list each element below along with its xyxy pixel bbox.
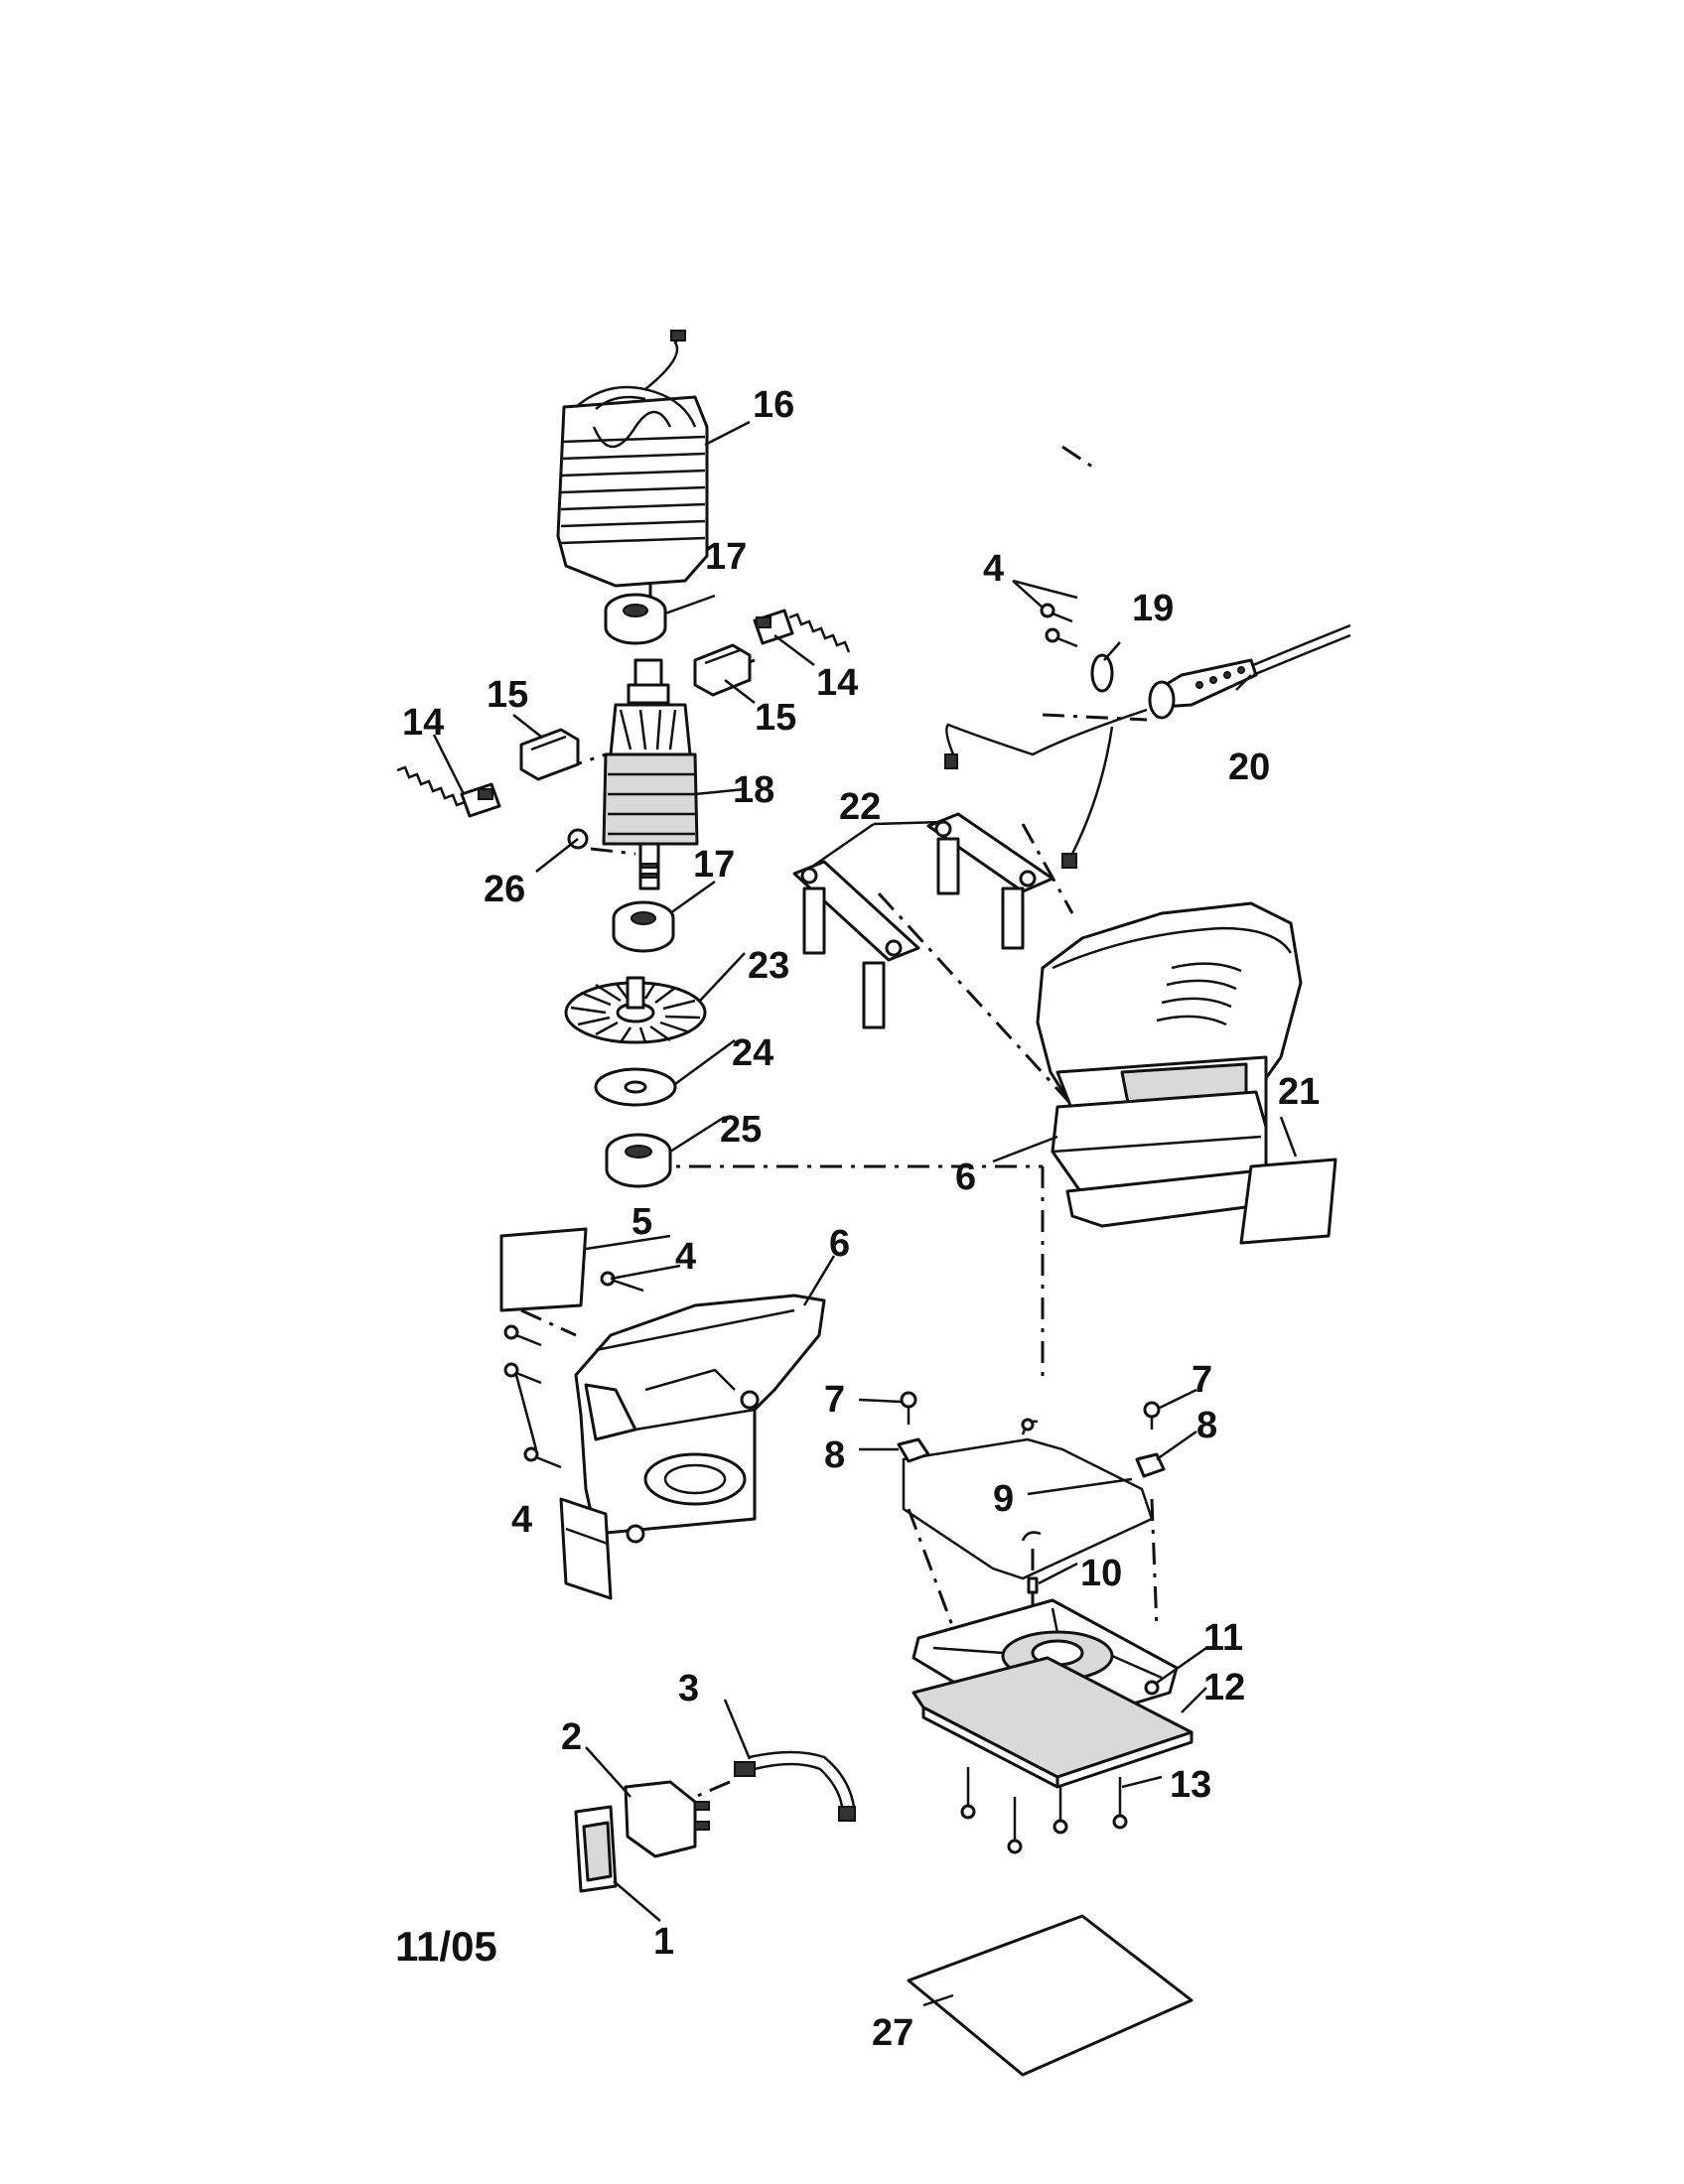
callout-15: 15 <box>755 697 796 739</box>
callout-6: 6 <box>829 1223 850 1265</box>
part-13-screws <box>960 1767 1128 1854</box>
part-3-switch-lead <box>734 1750 856 1822</box>
callout-13: 13 <box>1170 1764 1211 1806</box>
callout-3: 3 <box>678 1668 699 1709</box>
callout-19: 19 <box>1132 588 1174 629</box>
callout-11: 11 <box>1203 1617 1243 1659</box>
callout-12: 12 <box>1203 1667 1245 1708</box>
part-22-bracket-right <box>926 812 1054 950</box>
part-14-brush-right <box>753 609 851 653</box>
callout-25: 25 <box>720 1109 762 1151</box>
callout-26: 26 <box>484 869 525 910</box>
part-7-screw-left <box>900 1391 917 1425</box>
part-10-pin <box>1027 1576 1039 1594</box>
part-12-pad <box>912 1656 1193 1789</box>
callout-24: 24 <box>732 1032 773 1074</box>
part-15-brush-holder-left <box>519 728 580 781</box>
part-19-cord-clamp <box>1090 653 1114 693</box>
callout-4: 4 <box>511 1499 532 1541</box>
part-20-cord-set <box>944 623 1351 869</box>
part-24-washer <box>594 1067 677 1107</box>
part-2-switch <box>624 1780 710 1858</box>
part-4-screws-cord <box>1040 603 1078 648</box>
part-4-screws-housing <box>503 1271 644 1469</box>
part-6-housing-assembled <box>1036 901 1303 1228</box>
callout-22: 22 <box>839 786 881 828</box>
callout-10: 10 <box>1080 1553 1122 1594</box>
leader-lines <box>432 420 1298 2007</box>
callout-8: 8 <box>824 1434 845 1476</box>
callouts: 16 17 4 19 15 14 14 15 20 18 22 26 17 23… <box>402 384 1320 2054</box>
callout-1: 1 <box>653 1921 674 1963</box>
part-9-plate <box>902 1418 1154 1580</box>
date-code: 11/05 <box>395 1923 497 1970</box>
part-17-bearing-lower <box>612 900 675 953</box>
part-6-housing-half <box>559 1294 826 1600</box>
callout-4: 4 <box>675 1236 696 1278</box>
part-8-clip-left <box>897 1437 930 1463</box>
part-21-label <box>1239 1158 1337 1245</box>
part-23-fan <box>564 976 707 1044</box>
part-8-clip-right <box>1135 1452 1166 1478</box>
callout-16: 16 <box>753 384 794 426</box>
callout-23: 23 <box>748 945 789 987</box>
callout-20: 20 <box>1228 747 1270 788</box>
callout-2: 2 <box>561 1716 582 1758</box>
part-7-screw-right <box>1143 1401 1161 1430</box>
callout-7: 7 <box>824 1379 845 1421</box>
part-16-field-assembly <box>556 330 709 588</box>
callout-18: 18 <box>733 769 774 811</box>
part-1-switch-cover <box>574 1805 618 1893</box>
callout-17: 17 <box>693 844 735 886</box>
part-25-bearing <box>605 1133 672 1188</box>
callout-7: 7 <box>1192 1359 1212 1401</box>
part-15-brush-holder-right <box>693 643 752 697</box>
callout-9: 9 <box>993 1478 1014 1520</box>
part-18-armature <box>602 658 699 890</box>
callout-21: 21 <box>1278 1071 1320 1113</box>
part-14-brush-left <box>396 765 501 818</box>
callout-15: 15 <box>487 674 528 716</box>
part-27-sandpaper <box>907 1914 1193 2077</box>
callout-17: 17 <box>705 536 747 578</box>
part-17-bearing-upper <box>604 593 667 645</box>
callout-14: 14 <box>402 702 444 744</box>
callout-4: 4 <box>983 548 1004 590</box>
callout-6: 6 <box>955 1157 976 1198</box>
callout-27: 27 <box>872 2012 913 2054</box>
callout-5: 5 <box>632 1201 652 1243</box>
callout-14: 14 <box>816 662 858 704</box>
callout-8: 8 <box>1196 1405 1217 1446</box>
part-22-bracket-left <box>792 860 920 1029</box>
part-5-label <box>499 1227 588 1312</box>
